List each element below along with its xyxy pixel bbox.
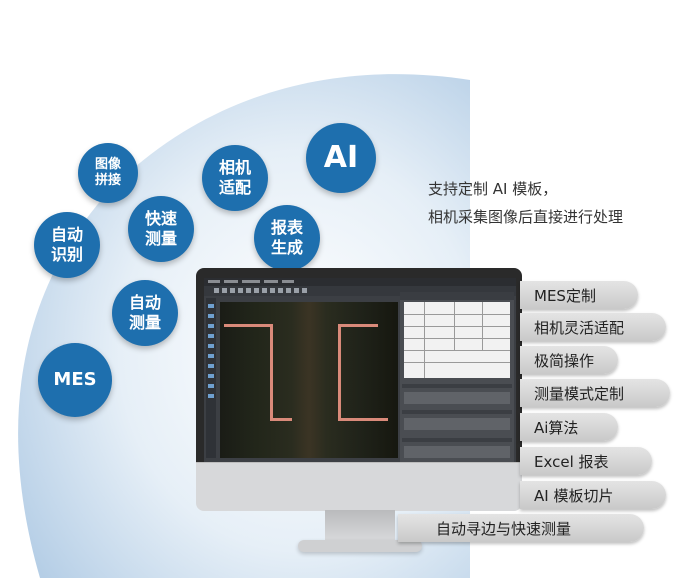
- bubble-mes: MES: [38, 343, 112, 417]
- detected-edge: [338, 324, 378, 327]
- tool-icon[interactable]: [208, 364, 214, 368]
- menu-item[interactable]: [224, 280, 238, 283]
- detected-edge: [338, 324, 341, 420]
- feature-ai-algorithm: Ai算法: [520, 413, 618, 441]
- app-toolbar: [204, 286, 516, 296]
- detected-edge: [270, 418, 292, 421]
- panel-section-header: [402, 384, 512, 388]
- tool-icon[interactable]: [262, 288, 267, 293]
- panel-section-header: [402, 410, 512, 414]
- feature-auto-edge-fast-measure: 自动寻边与快速测量: [398, 514, 644, 542]
- menu-item[interactable]: [208, 280, 220, 283]
- tool-icon[interactable]: [294, 288, 299, 293]
- tool-icon[interactable]: [208, 314, 214, 318]
- feature-excel-report: Excel 报表: [520, 447, 652, 475]
- panel-section-header: [402, 438, 512, 442]
- bubble-ai: AI: [306, 123, 376, 193]
- panel-field[interactable]: [404, 418, 510, 430]
- tool-icon[interactable]: [246, 288, 251, 293]
- bubble-auto-measure: 自动 测量: [112, 280, 178, 346]
- bubble-image-stitching: 图像 拼接: [78, 143, 138, 203]
- tagline: 支持定制 AI 模板， 相机采集图像后直接进行处理: [428, 180, 624, 226]
- tool-icon[interactable]: [208, 394, 214, 398]
- detected-edge: [224, 324, 272, 327]
- bubble-report-generation: 报表 生成: [254, 205, 320, 271]
- monitor-screen: [204, 278, 516, 466]
- panel-field[interactable]: [404, 446, 510, 458]
- monitor-stand-base: [298, 540, 422, 552]
- measurement-table: [404, 302, 510, 378]
- bubble-camera-adaptation: 相机 适配: [202, 145, 268, 211]
- feature-simple-operation: 极简操作: [520, 346, 618, 374]
- tool-icon[interactable]: [208, 304, 214, 308]
- bubble-auto-recognition: 自动 识别: [34, 212, 100, 278]
- monitor-stand-neck: [325, 510, 395, 542]
- tool-icon[interactable]: [286, 288, 291, 293]
- tool-icon[interactable]: [270, 288, 275, 293]
- tool-icon[interactable]: [278, 288, 283, 293]
- panel-tabs[interactable]: [400, 292, 514, 300]
- feature-mes-custom: MES定制: [520, 281, 638, 309]
- app-menu-bar: [204, 278, 516, 286]
- tool-icon[interactable]: [302, 288, 307, 293]
- tool-icon[interactable]: [208, 334, 214, 338]
- feature-ai-template-slicing: AI 模板切片: [520, 481, 666, 509]
- tool-icon[interactable]: [208, 384, 214, 388]
- monitor-chin: [196, 462, 522, 511]
- feature-camera-flexible: 相机灵活适配: [520, 313, 666, 341]
- menu-item[interactable]: [242, 280, 260, 283]
- tool-icon[interactable]: [208, 324, 214, 328]
- left-tool-strip: [206, 298, 216, 458]
- tool-icon[interactable]: [208, 374, 214, 378]
- tool-icon[interactable]: [238, 288, 243, 293]
- tool-icon[interactable]: [254, 288, 259, 293]
- tool-icon[interactable]: [230, 288, 235, 293]
- detected-edge: [270, 324, 273, 420]
- tool-icon[interactable]: [214, 288, 219, 293]
- bubble-fast-measure: 快速 测量: [128, 196, 194, 262]
- tool-icon[interactable]: [208, 354, 214, 358]
- menu-item[interactable]: [264, 280, 278, 283]
- feature-measure-mode-custom: 测量模式定制: [520, 379, 670, 407]
- menu-item[interactable]: [282, 280, 294, 283]
- panel-field[interactable]: [404, 392, 510, 404]
- camera-image-view[interactable]: [220, 302, 398, 458]
- right-settings-panel: [400, 292, 514, 462]
- detected-edge: [338, 418, 388, 421]
- tool-icon[interactable]: [208, 344, 214, 348]
- tool-icon[interactable]: [222, 288, 227, 293]
